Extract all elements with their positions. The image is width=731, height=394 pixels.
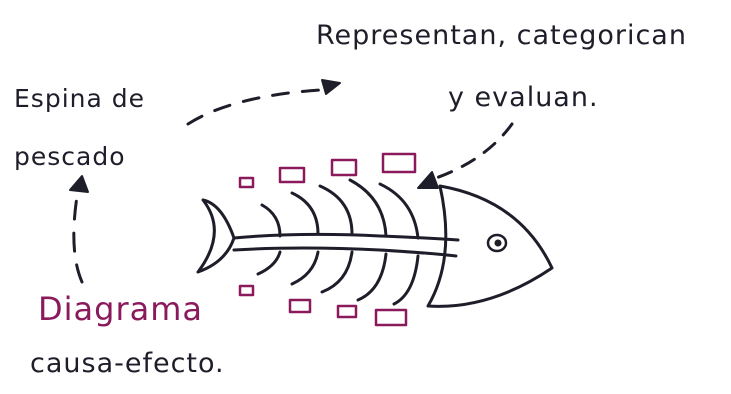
upper-rib xyxy=(290,191,320,236)
upper-rib xyxy=(260,203,282,238)
fish-spine xyxy=(232,232,460,258)
dashed-arrow-to-top xyxy=(186,88,322,126)
lower-rib xyxy=(356,252,388,302)
dashed-arrow-to-left xyxy=(72,188,84,284)
annotation-bottom-line1: Diagrama xyxy=(38,290,203,328)
fish-tail xyxy=(196,198,236,274)
annotation-top-line1: Representan, categorican xyxy=(316,20,687,51)
upper-rib xyxy=(348,178,388,238)
arrowhead-left xyxy=(69,175,89,193)
upper-rib xyxy=(378,182,420,240)
category-box xyxy=(278,166,306,184)
dashed-arrow-to-fish xyxy=(434,122,514,180)
annotation-left-line2: pescado xyxy=(14,142,126,171)
category-box xyxy=(238,176,255,189)
category-box xyxy=(374,308,408,327)
annotation-bottom-line2: causa-efecto. xyxy=(30,348,225,379)
category-box xyxy=(381,152,417,174)
annotation-left-line1: Espina de xyxy=(14,84,145,113)
lower-rib xyxy=(320,250,354,294)
arrowhead-fish xyxy=(417,171,439,189)
category-box xyxy=(330,158,358,177)
annotation-top-line2: y evaluan. xyxy=(448,82,599,113)
lower-rib xyxy=(256,250,282,276)
fish-head xyxy=(426,184,554,308)
lower-rib xyxy=(392,254,420,306)
upper-rib xyxy=(318,184,354,236)
category-box xyxy=(288,298,312,314)
arrowhead-top xyxy=(321,79,341,95)
lower-rib xyxy=(290,250,320,286)
category-box xyxy=(238,284,255,297)
fish-pupil xyxy=(494,239,502,247)
fish-eye xyxy=(486,233,508,253)
category-box xyxy=(336,304,358,319)
